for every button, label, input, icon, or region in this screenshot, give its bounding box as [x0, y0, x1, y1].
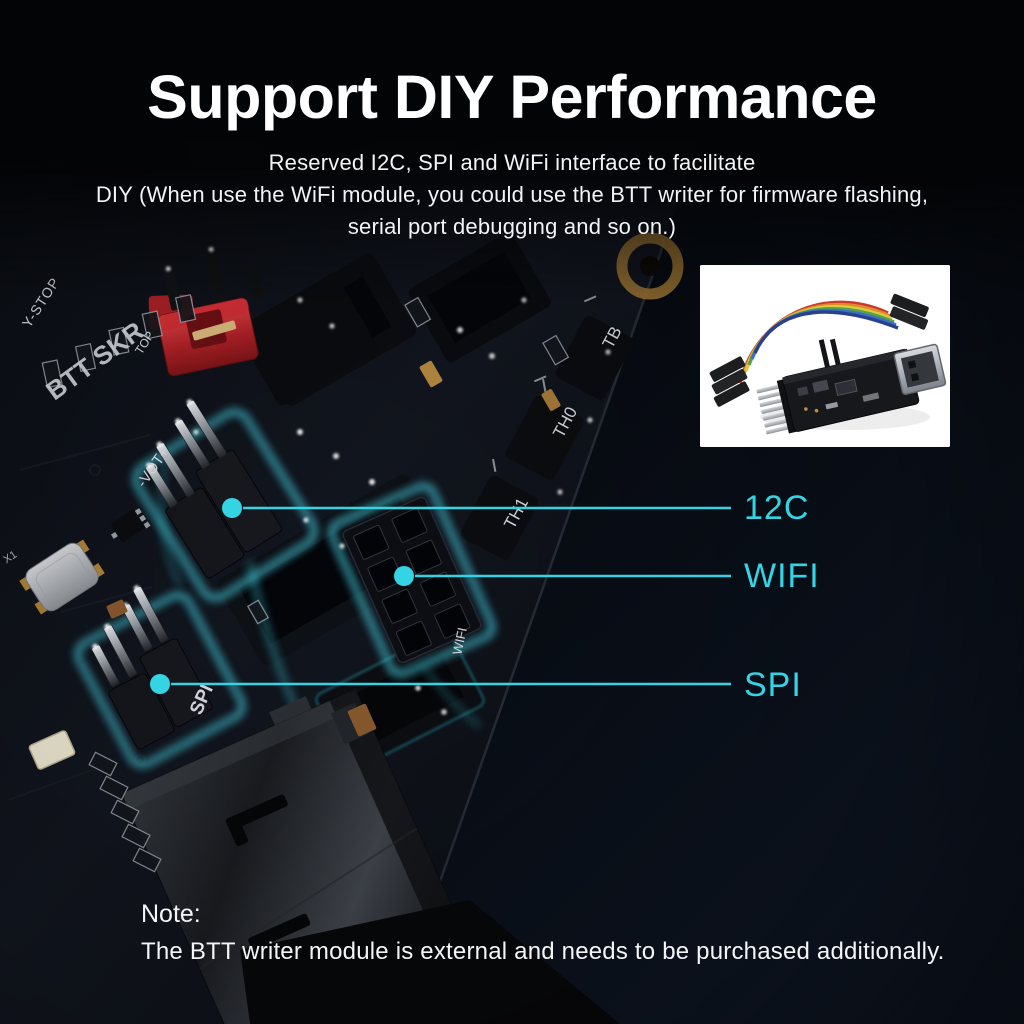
subtitle-line-1: Reserved I2C, SPI and WiFi interface to …	[268, 150, 756, 175]
subtitle-line-2: DIY (When use the WiFi module, you could…	[95, 182, 929, 207]
module-pcb-edge	[782, 348, 909, 385]
note: Note: The BTT writer module is external …	[141, 900, 944, 966]
rainbow-cable	[738, 300, 899, 384]
btt-writer-photo	[700, 265, 950, 447]
note-body: The BTT writer module is external and ne…	[141, 938, 945, 965]
label-wifi: WIFI	[744, 557, 820, 595]
module-smd-parts	[797, 378, 880, 413]
note-heading: Note:	[141, 900, 201, 928]
label-i2c: 12C	[744, 489, 810, 527]
dupont-connectors-right	[889, 293, 929, 330]
subtitle-line-3: serial port debugging and so on.)	[347, 214, 677, 239]
module-pin-1	[818, 339, 832, 374]
subtitle: Reserved I2C, SPI and WiFi interface to …	[0, 147, 1024, 243]
label-spi: SPI	[744, 666, 802, 704]
top-fade	[0, 0, 1024, 300]
module-pin-2	[829, 338, 843, 372]
dupont-connectors-left	[709, 356, 750, 407]
writer-module	[756, 338, 947, 435]
btt-writer-illustration	[700, 265, 950, 447]
page-title: Support DIY Performance	[147, 63, 877, 131]
usb-connector	[893, 343, 947, 395]
